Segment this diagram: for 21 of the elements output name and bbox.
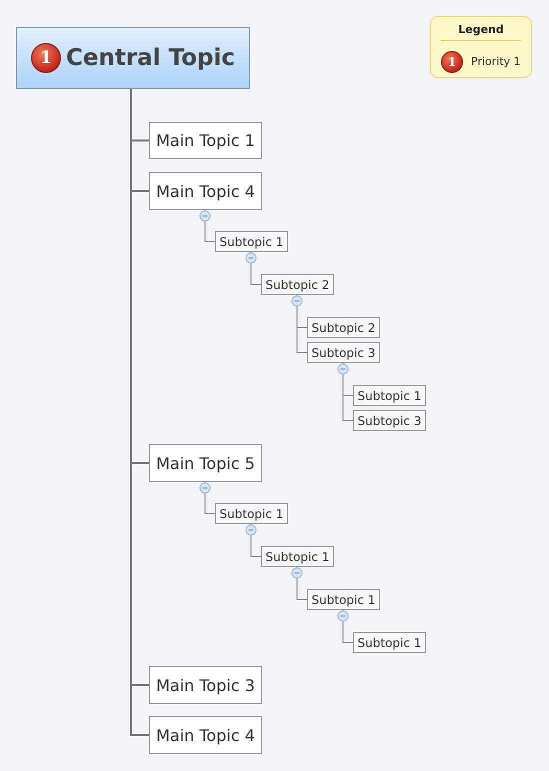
subtopic-box: Subtopic 1	[307, 589, 380, 610]
subtopic-box: Subtopic 1	[261, 546, 334, 567]
subtopic-box: Subtopic 1	[353, 632, 426, 653]
subtopic-box: Subtopic 3	[353, 410, 426, 431]
topic-title: Central Topic	[66, 45, 236, 71]
legend-text: Priority 1	[471, 55, 521, 68]
subtopic-box: Subtopic 1	[353, 385, 426, 406]
subtopic-box: Subtopic 1	[215, 231, 288, 252]
subtopic-box: Subtopic 2	[307, 317, 380, 338]
main-topic-box: Main Topic 3	[149, 666, 262, 704]
subtopic-box: Subtopic 2	[261, 274, 334, 295]
subtopic-box: Subtopic 1	[215, 503, 288, 524]
main-topic-box: Main Topic 4	[149, 172, 262, 210]
priority-icon: 1	[441, 51, 463, 73]
priority-icon: 1	[30, 43, 61, 73]
main-topic-box: Main Topic 4	[149, 716, 262, 754]
main-topic-box: Main Topic 1	[149, 122, 262, 159]
central-topic-box	[16, 27, 250, 89]
legend-title: Legend	[441, 23, 521, 41]
subtopic-box: Subtopic 3	[307, 342, 380, 363]
main-topic-box: Main Topic 5	[149, 444, 262, 482]
